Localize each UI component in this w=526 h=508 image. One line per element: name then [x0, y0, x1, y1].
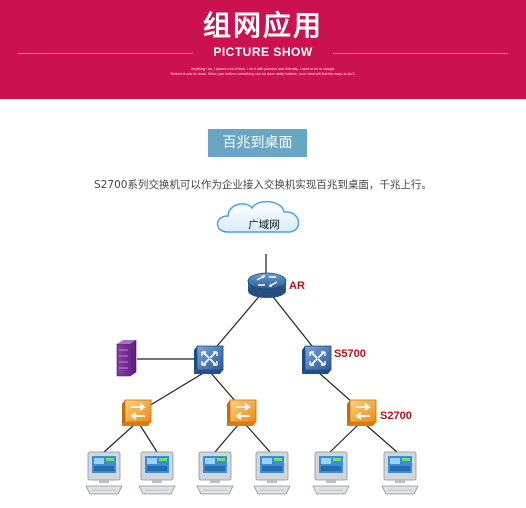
access-switch-icon [121, 399, 152, 427]
subtitle-divider-left [18, 53, 193, 54]
wan-cloud-icon: 广域网 [216, 200, 300, 233]
tagline-line-2: Believe it can be done. When you believe… [170, 72, 356, 76]
aggregation-switch-label: S5700 [334, 348, 366, 360]
header-banner: 组网应用 PICTURE SHOW Anything I do, I spend… [0, 0, 526, 99]
pc-icon [196, 451, 234, 495]
wan-label: 广域网 [248, 218, 280, 231]
section-description: S2700系列交换机可以作为企业接入交换机实现百兆到桌面，千兆上行。 [94, 179, 432, 191]
aggregation-switch-icon [301, 345, 332, 375]
section-tab: 百兆到桌面 [208, 129, 307, 157]
router-label: AR [289, 280, 305, 292]
pc-icon [138, 451, 176, 495]
server-icon [116, 339, 137, 377]
access-switch-icon [346, 399, 377, 427]
page-subtitle: PICTURE SHOW [213, 45, 313, 59]
core-switch-icon [193, 345, 224, 375]
page-title: 组网应用 [202, 9, 323, 42]
subtitle-divider-right [333, 53, 508, 54]
pc-icon [253, 451, 291, 495]
pc-icon [381, 451, 419, 495]
access-switch-icon [226, 399, 257, 427]
network-diagram: 广域网 AR S5700 S2700 [85, 200, 419, 495]
tagline-line-1: Anything I do, I spend a lot of time. I … [190, 67, 336, 71]
access-switch-label: S2700 [380, 410, 412, 422]
pc-icon [312, 451, 350, 495]
network-links [103, 254, 398, 453]
router-icon [247, 272, 287, 298]
pc-icon [85, 451, 123, 495]
